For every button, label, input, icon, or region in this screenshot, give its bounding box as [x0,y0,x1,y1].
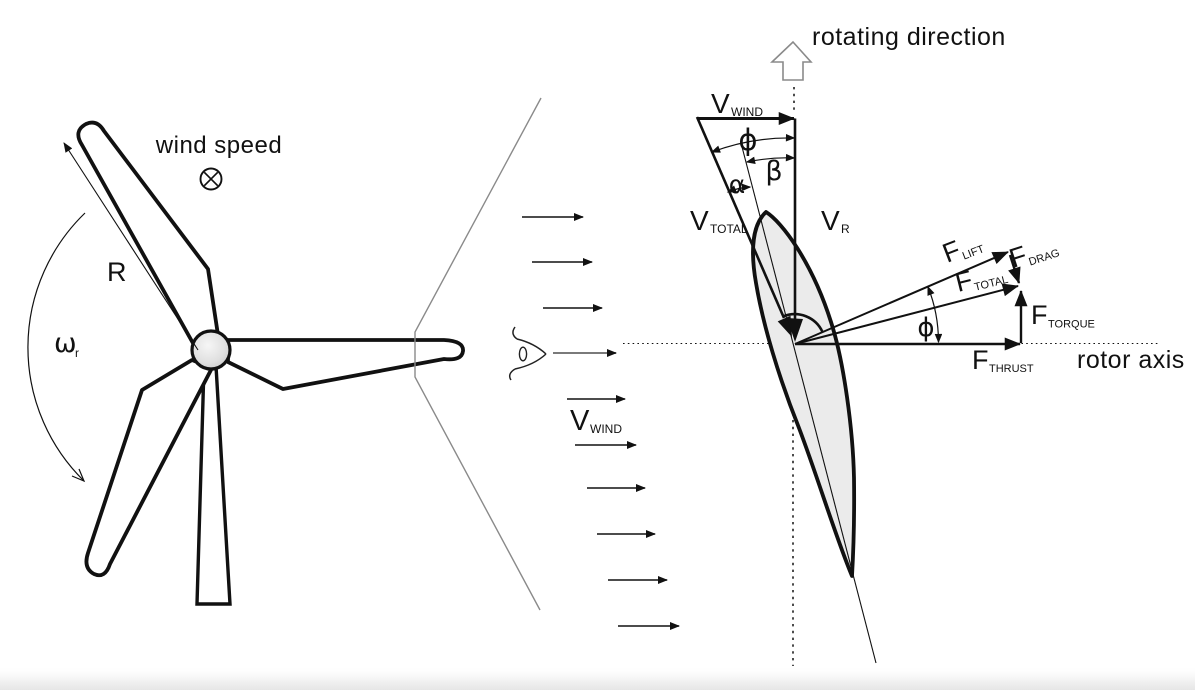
f-lift-label: FLIFT [938,226,986,269]
phi-label: ϕ [738,123,757,157]
rotor-blade-upper [76,120,220,347]
rotating-direction-arrow-icon [770,40,813,81]
rotor-blade-right [226,338,465,391]
f-total-vector [794,283,1019,345]
alpha-arc [726,183,752,193]
phi-force-arc [927,285,943,344]
rotating-direction-label: rotating direction [812,23,1006,51]
turbine-tower [195,364,232,606]
radius-label: R [107,257,127,287]
wind-profile [522,213,680,630]
radius-arrow [63,142,199,351]
f-drag-label: FDRAG [1006,230,1062,274]
wind-speed-label: wind speed [155,132,282,159]
wind-into-page-icon [199,167,223,191]
beta-arc [745,153,796,165]
blade-element-diagram: rotating direction V WIND V TOTAL [623,23,1185,666]
rotor-axis-label: rotor axis [1077,346,1185,374]
f-lift-vector [794,251,1009,345]
f-drag-vector [1008,254,1021,284]
v-wind-mid-label: V WIND [570,405,622,437]
blade-section-marker [414,97,542,611]
turbine-hub [190,329,232,371]
right-angle-arc [782,312,824,333]
v-r-label: V R [821,205,850,236]
v-total-label: V TOTAL [690,205,748,236]
chord-line [740,142,877,664]
phi-arc [710,134,796,153]
svg-text:FDRAG: FDRAG [1006,230,1062,274]
turbine-figure: wind speed R ω r [27,97,542,611]
rotation-arc-arrowhead-icon [71,468,86,483]
window-bottom-fade [0,666,1195,690]
v-r-arrowhead-icon [787,318,803,342]
v-wind-label: V WIND [711,88,763,119]
f-torque-label: F TORQUE [1031,300,1095,331]
phi-force-label: ϕ [917,313,934,343]
alpha-label: α [729,170,745,199]
beta-label: β [765,156,782,187]
observer-eye-icon [508,326,547,381]
rotor-speed-label: ω r [54,328,81,360]
f-thrust-label: F THRUST [972,345,1034,375]
svg-text:FLIFT: FLIFT [938,226,986,268]
rotor-blade-lower [84,358,214,578]
rotation-direction-arc [27,212,86,482]
